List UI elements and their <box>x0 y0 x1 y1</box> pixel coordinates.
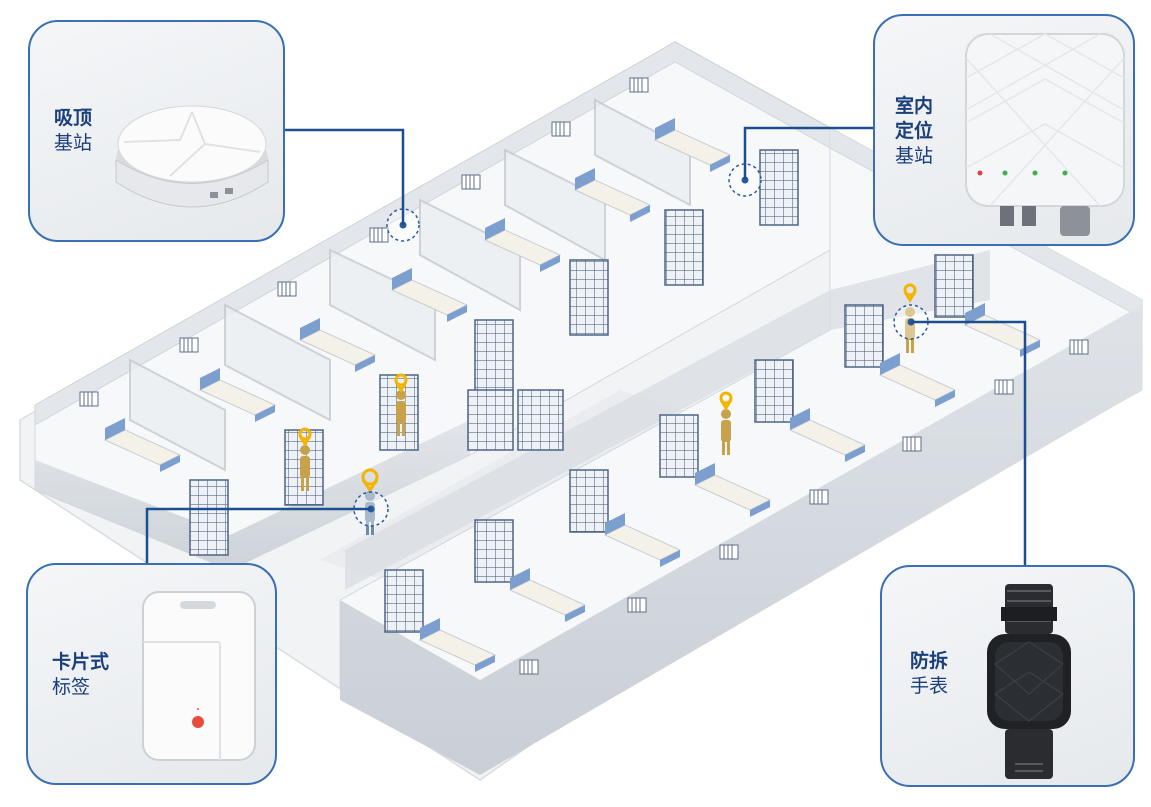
indoor-base-station-card: 室内 定位 基站 <box>873 14 1135 246</box>
east-wing-inner-wall <box>345 250 990 590</box>
ceiling-subtitle: 基站 <box>54 132 93 154</box>
card-tag-label: 卡片式 标签 <box>52 650 109 700</box>
watch-subtitle: 手表 <box>910 675 949 697</box>
indoor-base-station-label: 室内 定位 基站 <box>895 94 933 169</box>
indoor-base-station-image <box>965 33 1125 236</box>
ceiling-base-station-image <box>115 105 269 208</box>
ceiling-base-station-card: 吸顶 基站 <box>28 20 285 242</box>
watch-image <box>987 584 1071 779</box>
card-tag-subtitle: 标签 <box>52 676 91 698</box>
indoor-title-line2: 定位 <box>895 120 934 142</box>
ceiling-title: 吸顶 <box>54 107 93 129</box>
indoor-title-line1: 室内 <box>895 95 934 117</box>
cell-doors <box>189 149 974 633</box>
east-wing-outer-wall <box>340 305 1142 775</box>
north-beds <box>103 118 732 472</box>
location-pin-icons <box>298 283 917 493</box>
watch-label: 防拆 手表 <box>910 649 948 699</box>
watch-title: 防拆 <box>910 650 949 672</box>
connector-lines <box>145 126 1027 565</box>
card-tag-title: 卡片式 <box>52 651 110 673</box>
north-cell-dividers <box>129 98 691 472</box>
card-tag-card: 卡片式 标签 <box>26 563 277 785</box>
ceiling-base-station-label: 吸顶 基站 <box>54 106 92 156</box>
indoor-subtitle: 基站 <box>895 145 934 167</box>
watch-card: 防拆 手表 <box>880 565 1135 787</box>
window-bars-icons <box>79 77 1089 675</box>
north-block-front-wall <box>35 420 470 570</box>
card-tag-image <box>142 591 256 761</box>
